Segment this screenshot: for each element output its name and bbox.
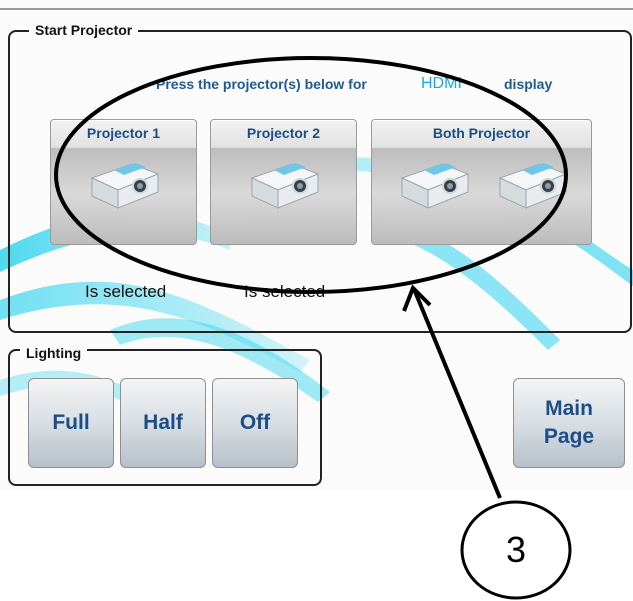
projector-2-button[interactable]: Projector 2 <box>210 119 357 245</box>
lighting-off-label: Off <box>239 411 271 434</box>
callout-circle <box>460 500 572 600</box>
prompt-prefix: Press the projector(s) below for <box>156 76 367 92</box>
main-page-label-line1: Main <box>545 397 593 420</box>
callout-number: 3 <box>505 529 527 570</box>
projector-icon <box>400 163 470 209</box>
lighting-half-button[interactable]: Half <box>120 378 206 468</box>
start-projector-group <box>8 30 632 333</box>
lighting-full-button[interactable]: Full <box>28 378 114 468</box>
prompt-suffix: display <box>504 76 553 92</box>
projector-icon <box>498 163 568 209</box>
annotation-arrow <box>412 288 502 499</box>
highlight-ellipse <box>54 56 568 294</box>
projector-2-label: Projector 2 <box>246 125 321 141</box>
main-page-label-line2: Page <box>543 425 595 448</box>
projector-1-button[interactable]: Projector 1 <box>50 119 197 245</box>
lighting-group <box>8 349 322 486</box>
projector-1-status: Is selected <box>85 282 167 301</box>
projector-icon <box>90 163 160 209</box>
touch-panel: Start Projector Press the projector(s) b… <box>0 8 633 486</box>
lighting-legend: Lighting <box>20 345 88 361</box>
arrow-head <box>402 284 432 312</box>
lighting-off-button[interactable]: Off <box>212 378 298 468</box>
main-page-button[interactable]: Main Page <box>513 378 625 468</box>
projector-1-label: Projector 1 <box>86 125 161 141</box>
projector-icon <box>250 163 320 209</box>
top-divider <box>0 8 633 10</box>
lighting-full-label: Full <box>52 411 90 434</box>
start-projector-legend: Start Projector <box>29 22 139 38</box>
lighting-half-label: Half <box>143 411 183 434</box>
both-projector-label: Both Projector <box>432 125 531 141</box>
